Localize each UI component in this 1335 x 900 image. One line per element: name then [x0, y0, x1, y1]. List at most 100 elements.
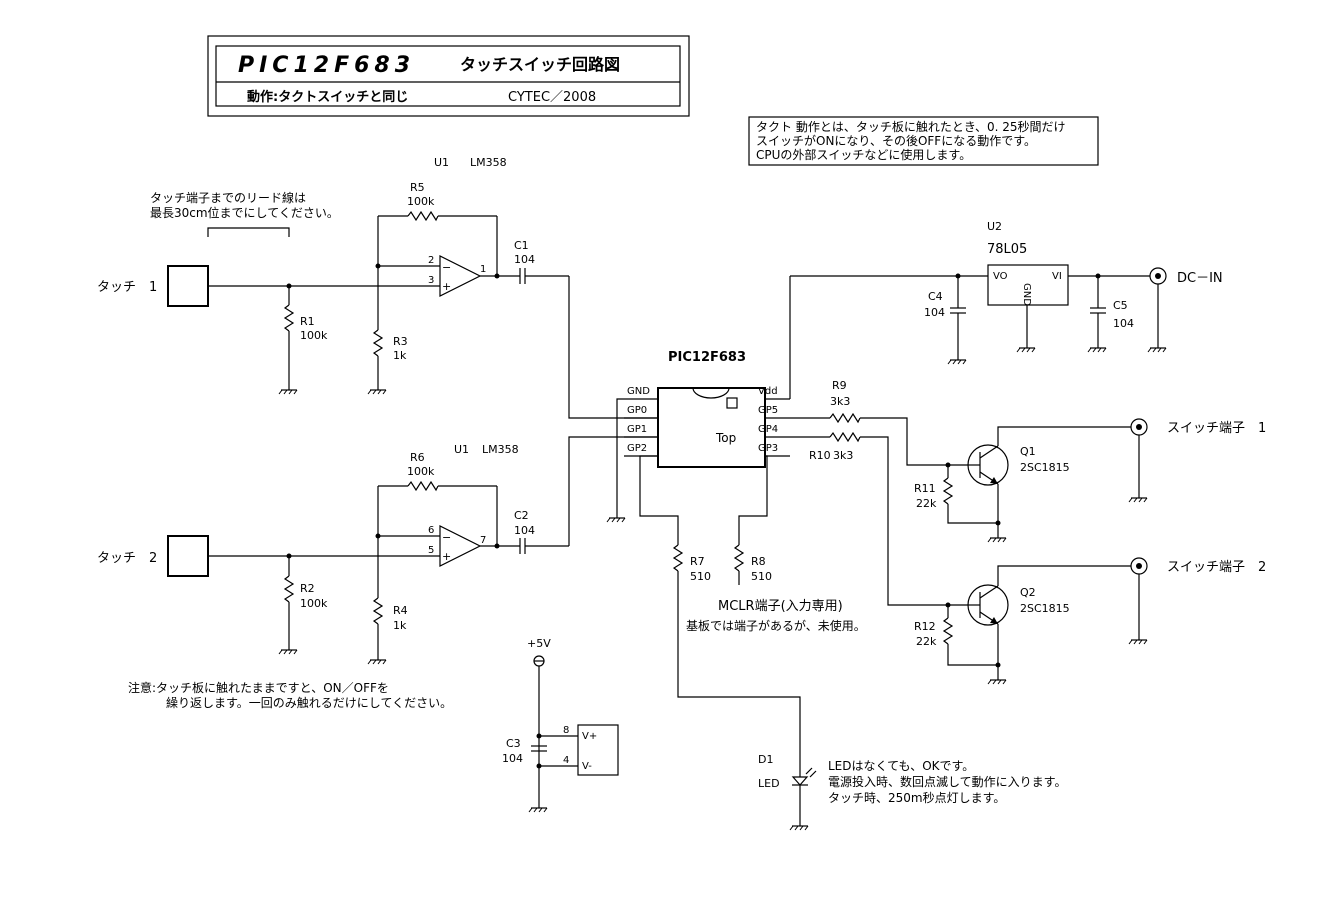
r5-ref: R5: [410, 181, 425, 194]
opamp1-minus-sign: −: [442, 261, 451, 274]
pin-gnd: GND: [627, 386, 650, 397]
touch2-label: タッチ 2: [97, 551, 157, 566]
vplus-label: V+: [582, 731, 597, 742]
regulator-u2: [987, 264, 1069, 306]
r9-value: 3k3: [830, 395, 850, 408]
title-name: タッチスイッチ回路図: [460, 55, 620, 74]
pin-vplus-num: 8: [563, 725, 569, 736]
lead-note: タッチ端子までのリード線は 最長30cm位までにしてください。: [150, 190, 339, 237]
r3-ref: R3: [393, 335, 408, 348]
output-q1: R9 3k3 R11 22k Q1 2SC1815 スイッチ端子 1: [790, 379, 1266, 543]
r11-value: 22k: [916, 497, 937, 510]
c2-ref: C2: [514, 509, 529, 522]
mclr-note: MCLR端子(入力専用) 基板では端子があるが、未使用。: [686, 599, 866, 633]
r12-ref: R12: [914, 620, 936, 633]
r11-resistor: [942, 477, 954, 505]
title-author: CYTEC／2008: [508, 90, 596, 105]
pin-gp4: GP4: [758, 424, 778, 435]
touch1-label: タッチ 1: [97, 280, 157, 295]
opamp1: [439, 255, 482, 297]
r10-resistor: [829, 431, 861, 443]
opamp1-ref: U1: [434, 156, 449, 169]
r8-resistor: [733, 544, 745, 572]
opamp2-part: LM358: [482, 443, 519, 456]
vminus-label: V-: [582, 761, 592, 772]
r8-value: 510: [751, 570, 772, 583]
pin-gp5: GP5: [758, 405, 778, 416]
tact-note: タクト 動作とは、タッチ板に触れたとき、0. 25秒間だけ スイッチがONになり…: [748, 116, 1099, 166]
opamp2: [439, 525, 482, 567]
r4-ref: R4: [393, 604, 408, 617]
r7-ref: R7: [690, 555, 705, 568]
title-part: PIC12F683: [238, 53, 415, 78]
sw1-label: スイッチ端子 1: [1167, 421, 1266, 436]
r11-ref: R11: [914, 482, 936, 495]
r4-resistor: [372, 597, 384, 625]
caution-line2: 繰り返します。一回のみ触れるだけにしてください。: [166, 696, 452, 710]
c3-ref: C3: [506, 737, 521, 750]
r2-value: 100k: [300, 597, 328, 610]
opamp1-plus-sign: +: [442, 280, 451, 293]
r1-ref: R1: [300, 315, 315, 328]
opamp1-pin-minus: 2: [428, 255, 434, 266]
opamp-power-block: [577, 724, 619, 776]
r3-value: 1k: [393, 349, 407, 362]
r5-value: 100k: [407, 195, 435, 208]
r2-resistor: [283, 575, 295, 603]
opamp2-plus-sign: +: [442, 550, 451, 563]
opamp2-minus-sign: −: [442, 531, 451, 544]
tact-note-line1: タクト 動作とは、タッチ板に触れたとき、0. 25秒間だけ: [756, 120, 1066, 134]
mclr-line1: MCLR端子(入力専用): [718, 599, 843, 614]
led-label: LED: [758, 777, 780, 790]
output-q2: R10 3k3 R12 22k Q2 2SC1815 スイッチ端子 2: [790, 431, 1266, 685]
r10-ref: R10: [809, 449, 831, 462]
mclr-line2: 基板では端子があるが、未使用。: [686, 618, 866, 633]
led-note-line3: タッチ時、250m秒点灯します。: [828, 791, 1005, 805]
q1-ref: Q1: [1020, 445, 1036, 458]
r10-value: 3k3: [833, 449, 853, 462]
opamp1-pin-plus: 3: [428, 275, 434, 286]
touch1-pad: [167, 265, 209, 307]
r3-resistor: [372, 329, 384, 357]
pin-gp3: GP3: [758, 443, 778, 454]
opamp2-pin-out: 7: [480, 535, 486, 546]
led-ref: D1: [758, 753, 773, 766]
plus5v-label: +5V: [527, 637, 551, 650]
r8-ref: R8: [751, 555, 766, 568]
c4-value: 104: [924, 306, 945, 319]
dcin-label: DC－IN: [1177, 271, 1223, 286]
regulator-gnd: GND: [1021, 283, 1032, 306]
led-note: LEDはなくても、OKです。 電源投入時、数回点滅して動作に入ります。 タッチ時…: [828, 759, 1066, 805]
r1-value: 100k: [300, 329, 328, 342]
pin-vdd: Vdd: [758, 386, 778, 397]
r12-value: 22k: [916, 635, 937, 648]
lead-note-line1: タッチ端子までのリード線は: [150, 190, 306, 205]
c4-ref: C4: [928, 290, 943, 303]
tact-note-line3: CPUの外部スイッチなどに使用します。: [756, 147, 971, 162]
r7-value: 510: [690, 570, 711, 583]
title-operation: 動作:タクトスイッチと同じ: [247, 89, 408, 105]
regulator-vi: VI: [1052, 271, 1062, 282]
r5-resistor: [407, 210, 439, 222]
c2-value: 104: [514, 524, 535, 537]
q2-part: 2SC1815: [1020, 602, 1070, 615]
lead-note-line2: 最長30cm位までにしてください。: [150, 205, 339, 220]
opamp1-part: LM358: [470, 156, 507, 169]
led-d1: D1 LED: [758, 753, 817, 831]
title-block: PIC12F683 タッチスイッチ回路図 動作:タクトスイッチと同じ CYTEC…: [207, 35, 690, 117]
opamp2-pin-minus: 6: [428, 525, 434, 536]
regulator-vo: VO: [993, 271, 1008, 282]
pic-top-label: Top: [715, 431, 736, 445]
c5-ref: C5: [1113, 299, 1128, 312]
pin-vminus-num: 4: [563, 755, 569, 766]
opamp-power: +5V C3 104 8 4 V+ V-: [502, 637, 619, 813]
c5-value: 104: [1113, 317, 1134, 330]
pin-gp1: GP1: [627, 424, 647, 435]
tact-note-line2: スイッチがONになり、その後OFFになる動作です。: [756, 133, 1036, 148]
led-symbol: [791, 776, 809, 786]
q1-part: 2SC1815: [1020, 461, 1070, 474]
opamp1-pin-out: 1: [480, 264, 486, 275]
led-note-line1: LEDはなくても、OKです。: [828, 759, 974, 773]
touch2-section: タッチ 2 R2 100k − + 6 5 7 U1 LM358 R6 100k…: [97, 436, 658, 665]
